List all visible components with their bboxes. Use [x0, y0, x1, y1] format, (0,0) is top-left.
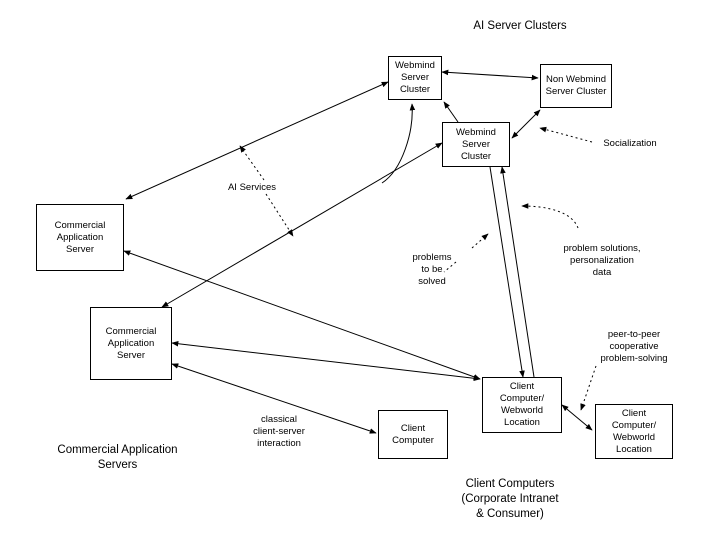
arrow-webmindmid-webmindtop	[443, 101, 459, 123]
non-webmind-cluster: Non Webmind Server Cluster	[540, 64, 612, 108]
arrow-commercial2-webmindmid	[161, 142, 443, 308]
commercial-server-1: Commercial Application Server	[36, 204, 124, 271]
ai-services-label: AI Services	[227, 182, 277, 193]
p2p-label: peer-to-peer cooperative problem-solving	[600, 329, 668, 364]
webmind-cluster-top: Webmind Server Cluster	[388, 56, 442, 100]
pointer-p2p	[580, 365, 597, 411]
arrow-webmind-to-client	[489, 166, 525, 378]
arrow-webmind-nonwebmind	[441, 69, 539, 81]
webmind-cluster-mid: Webmind Server Cluster	[442, 122, 510, 167]
client-webworld-right: Client Computer/ Webworld Location	[595, 404, 673, 459]
pointer-problems-up	[471, 233, 489, 249]
client-computers-title: Client Computers (Corporate Intranet & C…	[461, 478, 559, 520]
curve-to-webmindtop	[381, 103, 416, 184]
pointer-ai-services-up	[239, 145, 265, 181]
solutions-label: problem solutions, personalization data	[563, 243, 641, 278]
client-webworld-center: Client Computer/ Webworld Location	[482, 377, 562, 433]
socialization-label: Socialization	[603, 138, 657, 149]
client-computer: Client Computer	[378, 410, 448, 459]
problems-label: problems to be solved	[412, 252, 452, 287]
arrow-client-to-webmind	[500, 166, 535, 378]
arrow-commercial2-clientcomputer	[171, 363, 377, 434]
arrow-commercial2-client	[171, 340, 481, 382]
pointer-socialization	[539, 126, 593, 143]
commercial-server-2: Commercial Application Server	[90, 307, 172, 380]
classical-label: classical client-server interaction	[253, 414, 305, 449]
commercial-servers-title: Commercial Application Servers	[57, 444, 178, 471]
pointer-solutions	[521, 203, 579, 229]
pointer-ai-services-down	[265, 193, 294, 237]
ai-clusters-title: AI Server Clusters	[473, 20, 567, 32]
arrow-webmindmid-nonwebmind	[511, 109, 541, 139]
arrow-client-clientright	[561, 404, 593, 431]
